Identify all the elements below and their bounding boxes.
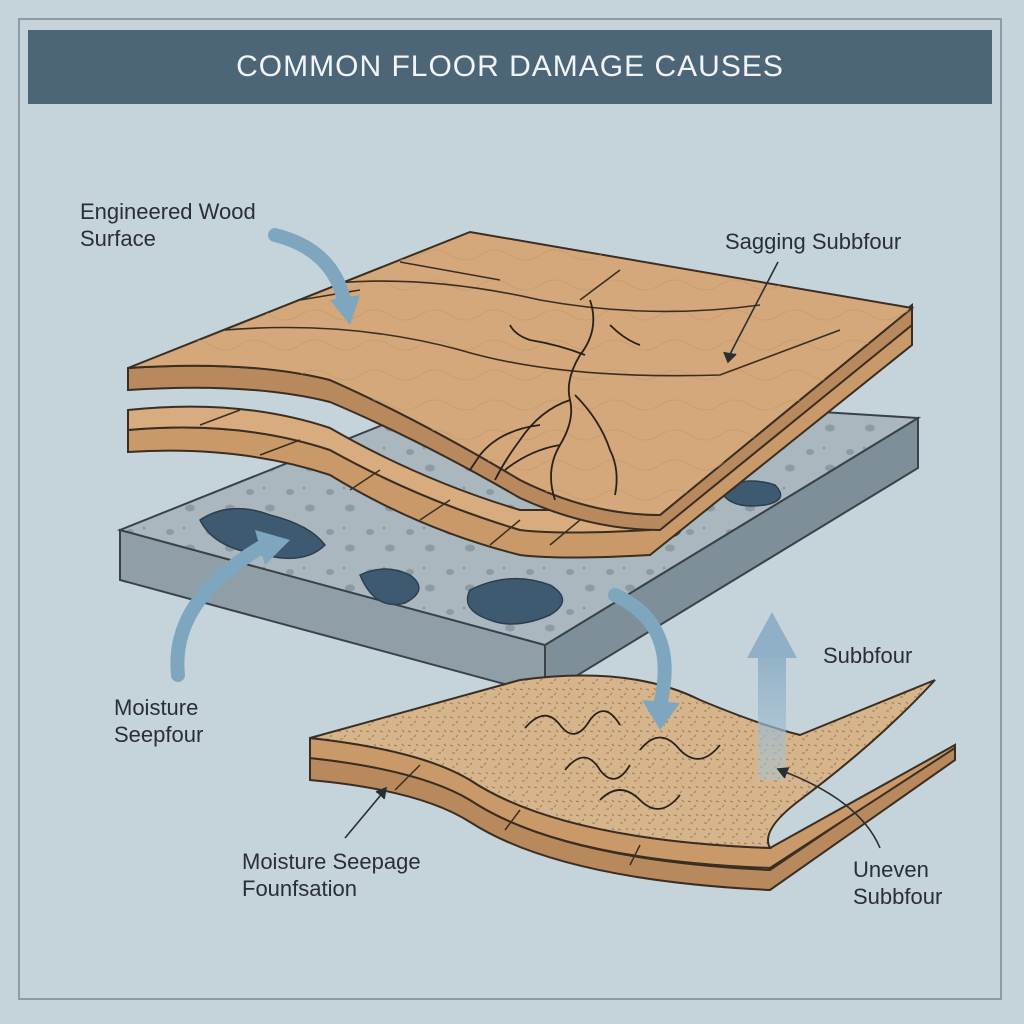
arrow-up-dotted xyxy=(747,612,797,780)
arrow-moisture-seepfour xyxy=(170,530,290,682)
engineered-wood-surface xyxy=(127,230,915,532)
label-uneven-subbfour: Uneven Subbfour xyxy=(853,856,942,910)
title-bar: COMMON FLOOR DAMAGE CAUSES xyxy=(28,30,992,104)
arrow-engineered-wood xyxy=(268,228,360,325)
label-moisture-seepage-line1: Moisture Seepage xyxy=(242,849,421,874)
plank-seams xyxy=(224,261,841,377)
label-moisture-seepfour-line2: Seepfour xyxy=(114,722,204,747)
label-engineered-wood-line2: Surface xyxy=(80,226,156,251)
pointer-arrows xyxy=(344,261,881,849)
label-moisture-seepage-line2: Founfsation xyxy=(242,876,357,901)
warp-lines xyxy=(524,710,721,810)
label-subbfour-line1: Subbfour xyxy=(823,643,913,668)
label-uneven-line2: Subbfour xyxy=(853,884,943,909)
label-sagging-subbfour: Sagging Subbfour xyxy=(725,228,901,255)
arrow-down-curved xyxy=(608,588,680,730)
label-uneven-line1: Uneven xyxy=(853,857,929,882)
diagram-frame xyxy=(18,18,1002,1000)
label-moisture-seepfour-line1: Moisture xyxy=(114,695,199,720)
label-engineered-wood-line1: Engineered Wood xyxy=(80,199,256,224)
label-subbfour: Subbfour xyxy=(823,642,912,669)
label-sagging-line1: Sagging Subbfour xyxy=(725,229,902,254)
label-moisture-seepfour: Moisture Seepfour xyxy=(114,694,203,748)
surface-cracks xyxy=(469,299,641,501)
label-engineered-wood: Engineered Wood Surface xyxy=(80,198,256,252)
page-title: COMMON FLOOR DAMAGE CAUSES xyxy=(236,50,784,83)
warped-subfloor xyxy=(309,674,956,892)
label-moisture-seepage: Moisture Seepage Founfsation xyxy=(242,848,421,902)
